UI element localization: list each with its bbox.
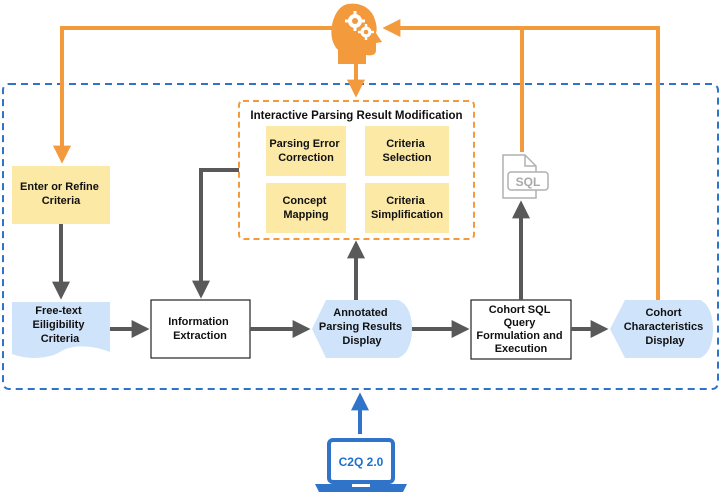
information-extraction-box bbox=[150, 299, 251, 359]
free-text-criteria-box bbox=[12, 302, 110, 358]
parsing-error-correction-label: Parsing Error Correction bbox=[269, 138, 342, 164]
free-text-criteria-label: Free-text Eiligibility Criteria bbox=[32, 305, 87, 345]
system-name: C2Q 2.0 bbox=[339, 455, 384, 469]
concept-mapping-box[interactable] bbox=[266, 183, 346, 233]
information-extraction-label: Information Extraction bbox=[168, 316, 232, 342]
enter-criteria-label: Enter or Refine Criteria bbox=[20, 181, 102, 207]
laptop-icon bbox=[315, 438, 407, 492]
concept-mapping-label: Concept Mapping bbox=[282, 195, 329, 221]
cohort-characteristics-display bbox=[610, 300, 713, 358]
panel-to-extraction-arrow bbox=[192, 168, 239, 299]
sql-file-icon: SQL bbox=[502, 154, 549, 199]
criteria-simplification-label: Criteria Simplification bbox=[371, 195, 443, 221]
enter-criteria-box[interactable] bbox=[12, 166, 110, 224]
user-gears-icon bbox=[331, 3, 382, 65]
criteria-selection-box[interactable] bbox=[365, 126, 449, 176]
annotated-results-display bbox=[312, 300, 412, 358]
cohort-sql-label: Cohort SQL Query Formulation and Executi… bbox=[476, 304, 565, 355]
parsing-error-correction-box[interactable] bbox=[266, 126, 346, 176]
cohort-characteristics-label: Cohort Characteristics Display bbox=[624, 307, 707, 347]
modification-panel-title: Interactive Parsing Result Modification bbox=[250, 110, 462, 122]
annotated-results-label: Annotated Parsing Results Display bbox=[319, 307, 405, 347]
loop-to-enter-criteria bbox=[53, 26, 338, 164]
criteria-selection-label: Criteria Selection bbox=[383, 138, 432, 164]
criteria-simplification-box[interactable] bbox=[365, 183, 449, 233]
sql-file-label: SQL bbox=[516, 175, 541, 189]
cohort-to-user-loop bbox=[520, 26, 660, 300]
